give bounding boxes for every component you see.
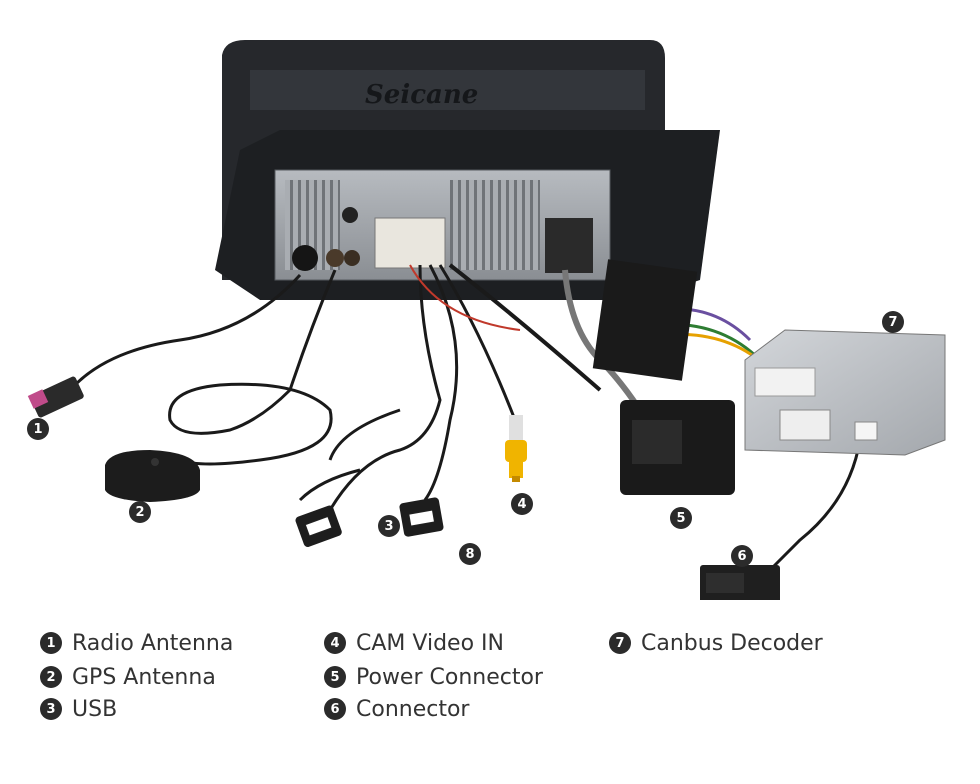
legend-label: Radio Antenna [72,630,234,656]
canbus-decoder-box [744,329,946,456]
main-socket [374,217,446,269]
red-wire [409,264,521,331]
gps-antenna-puck [105,450,200,502]
legend-item-cam-video-in: 4 CAM Video IN [324,628,504,658]
side-socket [545,218,593,273]
legend-label: USB [72,696,118,722]
usb-cable-loop [298,408,401,502]
legend-label: GPS Antenna [72,664,216,690]
usb-plug-1 [295,505,342,547]
callout-1: 1 [27,418,49,440]
cam-cable [438,264,517,421]
gps-jack [326,249,344,267]
callout-5: 5 [670,507,692,529]
antenna-jack [292,245,318,271]
legend-badge: 7 [609,632,631,654]
legend: 1 Radio Antenna 2 GPS Antenna 3 USB 4 CA… [0,626,980,746]
callout-4: 4 [511,493,533,515]
brand-logo: Seicane [365,80,478,110]
legend-item-gps-antenna: 2 GPS Antenna [40,662,216,692]
legend-item-radio-antenna: 1 Radio Antenna [40,628,233,658]
head-unit: Seicane [215,40,720,300]
legend-badge: 1 [40,632,62,654]
power-cable-bundle [448,263,602,392]
callout-3: 3 [378,515,400,537]
wiring-diagram: Seicane [27,40,946,605]
decoder-lead [768,439,862,572]
legend-badge: 5 [324,666,346,688]
usb-cable-1 [328,264,442,511]
screw-hole [342,207,358,223]
legend-badge: 4 [324,632,346,654]
callout-6: 6 [731,545,753,567]
diagram-svg: Seicane [27,40,946,605]
legend-badge: 6 [324,698,346,720]
chassis-vents-mid [450,180,540,270]
power-connector-block [592,259,735,495]
legend-label: CAM Video IN [356,630,504,656]
callout-2: 2 [129,501,151,523]
legend-label: Connector [356,696,470,722]
callout-8: 8 [459,543,481,565]
radio-antenna-plug [27,376,84,418]
legend-badge: 3 [40,698,62,720]
head-unit-top-panel [250,70,645,110]
legend-item-usb: 3 USB [40,694,117,724]
legend-item-connector: 6 Connector [324,694,469,724]
callout-7: 7 [882,311,904,333]
cables [73,263,862,572]
gps-jack-2 [344,250,360,266]
legend-item-canbus-decoder: 7 Canbus Decoder [609,628,823,658]
connector-6-plug [700,565,780,605]
legend-label: Canbus Decoder [641,630,823,656]
radio-antenna-cable [73,273,302,387]
legend-label: Power Connector [356,664,543,690]
legend-badge: 2 [40,666,62,688]
cam-rca-plug [505,415,527,482]
gps-antenna-cable [168,269,337,466]
legend-item-power-connector: 5 Power Connector [324,662,543,692]
usb-plug-2 [399,497,444,537]
